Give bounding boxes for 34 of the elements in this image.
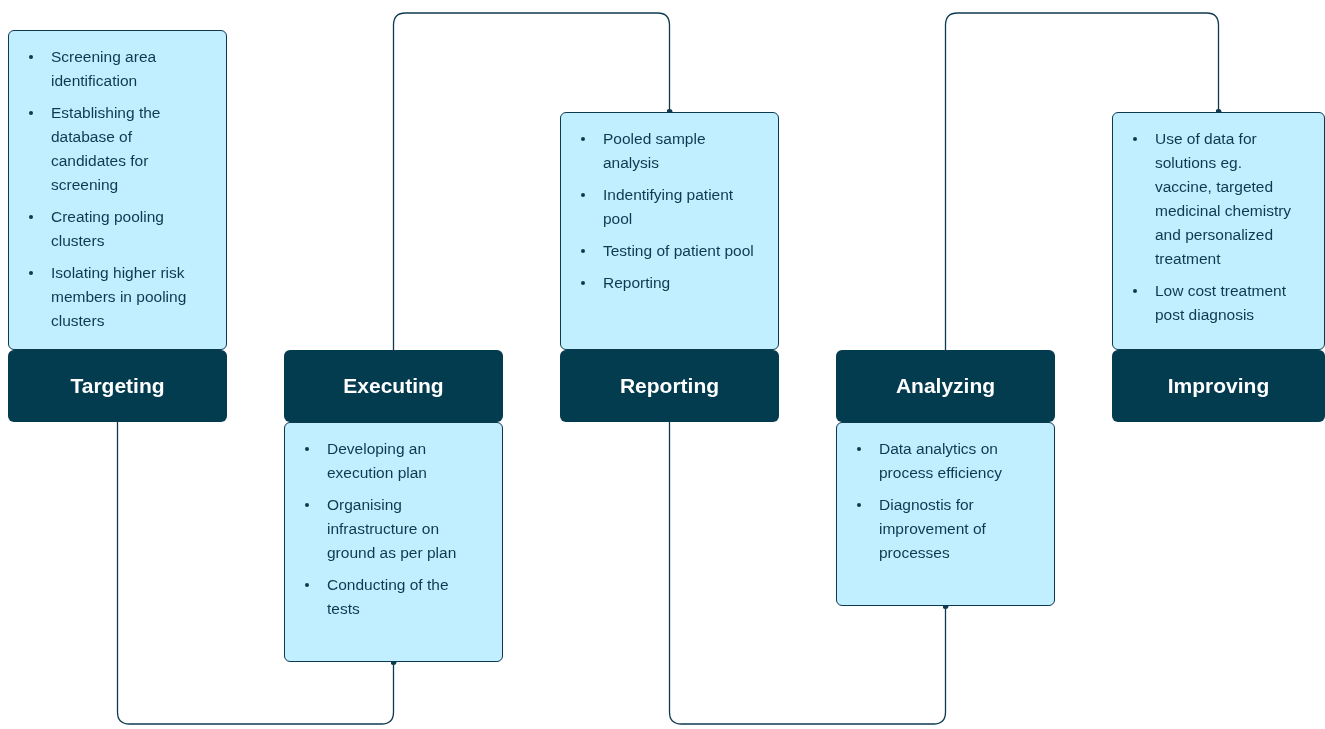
bullet-card [1112,112,1325,350]
stage-title: Improving [1167,374,1270,398]
stage-header-box [836,350,1055,422]
bullet-card [560,112,779,350]
bullet-item: Pooled sample analysis [603,129,707,173]
bullet-item: Isolating higher risk members in pooling clusters [51,263,188,331]
stage-header-box [284,350,503,422]
bullet-item: Organising infrastructure on ground as per plan [327,495,458,563]
stage-title: Reporting [619,374,720,398]
bullet-card [8,30,227,350]
bullet-card [836,422,1055,606]
bullet-item: Testing of patient pool [603,241,754,261]
connector-line [116,421,397,725]
bullet-item: Reporting [603,273,671,293]
stage-header-box [8,350,227,422]
stage-header-box [560,350,779,422]
bullet-card [284,422,503,662]
bullet-item: Diagnostis for improvement of processes [879,495,987,563]
stage-title: Analyzing [895,374,996,398]
bullet-item: Use of data for solutions eg. vaccine, targeted medicinal chemistry and personalized treatment [1155,129,1293,269]
stage-title: Targeting [70,374,165,398]
bullet-item: Conducting of the tests [327,575,450,619]
bullet-item: Low cost treatment post diagnosis [1155,281,1287,325]
bullet-item: Indentifying patient pool [603,185,735,229]
connector-line [668,421,949,725]
bullet-item: Data analytics on process efficiency [879,439,1003,483]
bullet-item: Screening area identification [51,47,158,91]
connector-line [392,12,673,351]
stage-title: Executing [343,374,444,398]
bullet-item: Creating pooling clusters [51,207,165,251]
bullet-item: Developing an execution plan [327,439,428,483]
stage-header-box [1112,350,1325,422]
connector-line [944,12,1222,351]
bullet-item: Establishing the database of candidates for screening [51,103,162,195]
